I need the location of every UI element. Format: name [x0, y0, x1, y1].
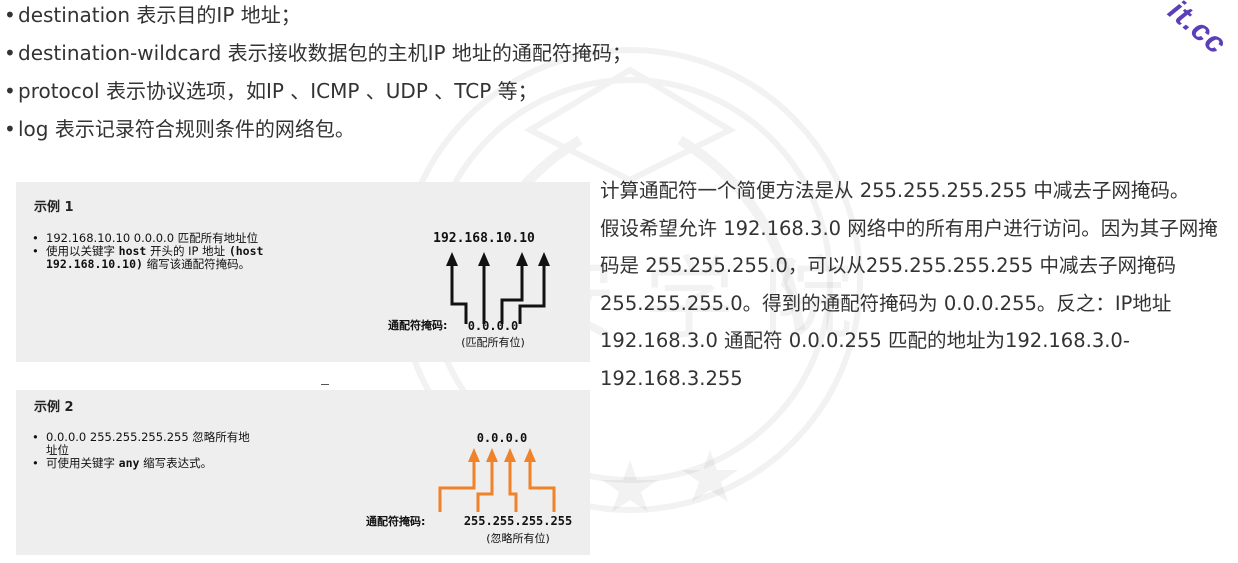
- example1-diagram: 192.168.10.10 通配符掩码: 0.0.0.0 (匹配所有位): [388, 231, 550, 349]
- example2-diagram: 0.0.0.0 通配符掩码: 255.255.255.255 (忽略所有位): [366, 431, 572, 545]
- example1-code: (host 192.168.10.10): [46, 244, 264, 271]
- bullet-dot: •: [4, 41, 16, 65]
- bullet-dot: •: [4, 117, 16, 141]
- example2-arrows: [438, 460, 556, 512]
- example2-diagram-ip: 0.0.0.0: [477, 431, 528, 445]
- example1-arrows: [450, 264, 546, 324]
- bullet-dot: •: [4, 79, 16, 103]
- example1-title: 示例 1: [34, 200, 74, 215]
- example2-mask-value: 255.255.255.255: [464, 514, 572, 528]
- list-item: •protocol 表示协议选项，如IP 、ICMP 、UDP 、TCP 等；: [4, 76, 632, 114]
- wildcard-explanation: 计算通配符一个简便方法是从 255.255.255.255 中减去子网掩码。 假…: [600, 172, 1236, 397]
- example1-list: 192.168.10.10 0.0.0.0 匹配所有地址位 使用以关键字 hos…: [32, 232, 282, 271]
- list-item-text: protocol 表示协议选项，如IP 、ICMP 、UDP 、TCP 等；: [18, 79, 538, 103]
- list-item-text: log 表示记录符合规则条件的网络包。: [18, 117, 355, 141]
- example1-mask-label: 通配符掩码:: [388, 318, 447, 332]
- example2-title: 示例 2: [34, 400, 74, 415]
- explanation-paragraph: 计算通配符一个简便方法是从 255.255.255.255 中减去子网掩码。: [600, 179, 1190, 202]
- example2-keyword: any: [118, 456, 140, 470]
- example2-list: 0.0.0.0 255.255.255.255 忽略所有地址位 可使用关键字 a…: [32, 431, 282, 471]
- example2-panel: 示例 2 0.0.0.0 255.255.255.255 忽略所有地址位 可使用…: [16, 390, 590, 555]
- example2-arrowheads: [468, 448, 536, 462]
- example1-panel: 示例 1 192.168.10.10 0.0.0.0 匹配所有地址位 使用以关键…: [16, 182, 590, 362]
- example2-item2: 可使用关键字 any 缩写表达式。: [32, 456, 282, 471]
- example1-item2-suffix: 缩写该通配符掩码。: [142, 257, 251, 271]
- example1-keyword: host: [118, 244, 147, 258]
- example2-item2-prefix: 可使用关键字: [46, 456, 119, 470]
- list-item: •destination-wildcard 表示接收数据包的主机IP 地址的通配…: [4, 38, 632, 76]
- example1-item2: 使用以关键字 host 开头的 IP 地址 (host 192.168.10.1…: [32, 245, 282, 271]
- example1-item2-prefix: 使用以关键字: [46, 244, 119, 258]
- explanation-paragraph: 假设希望允许 192.168.3.0 网络中的所有用户进行访问。因为其子网掩码是…: [600, 216, 1218, 390]
- bullet-dot: •: [4, 3, 16, 27]
- example2-item2-suffix: 缩写表达式。: [139, 456, 213, 470]
- example2-item1: 0.0.0.0 255.255.255.255 忽略所有地址位: [32, 431, 256, 457]
- corner-watermark: it.cc: [1161, 0, 1233, 62]
- example1-arrowheads: [446, 252, 550, 266]
- example1-item1: 192.168.10.10 0.0.0.0 匹配所有地址位: [32, 232, 282, 246]
- example2-mask-label: 通配符掩码:: [366, 514, 425, 528]
- list-item-text: destination 表示目的IP 地址；: [18, 3, 301, 27]
- example1-mask-note: (匹配所有位): [461, 335, 525, 349]
- example1-diagram-ip: 192.168.10.10: [433, 231, 535, 246]
- example1-mask-value: 0.0.0.0: [468, 319, 519, 333]
- example2-mask-note: (忽略所有位): [486, 531, 550, 545]
- list-item: •destination 表示目的IP 地址；: [4, 0, 632, 38]
- parameter-list: •destination 表示目的IP 地址； •destination-wil…: [4, 0, 632, 152]
- list-item-text: destination-wildcard 表示接收数据包的主机IP 地址的通配符…: [18, 41, 632, 65]
- example1-item2-mid: 开头的 IP 地址: [146, 244, 229, 258]
- list-item: •log 表示记录符合规则条件的网络包。: [4, 114, 632, 152]
- divider-dash: [321, 384, 329, 385]
